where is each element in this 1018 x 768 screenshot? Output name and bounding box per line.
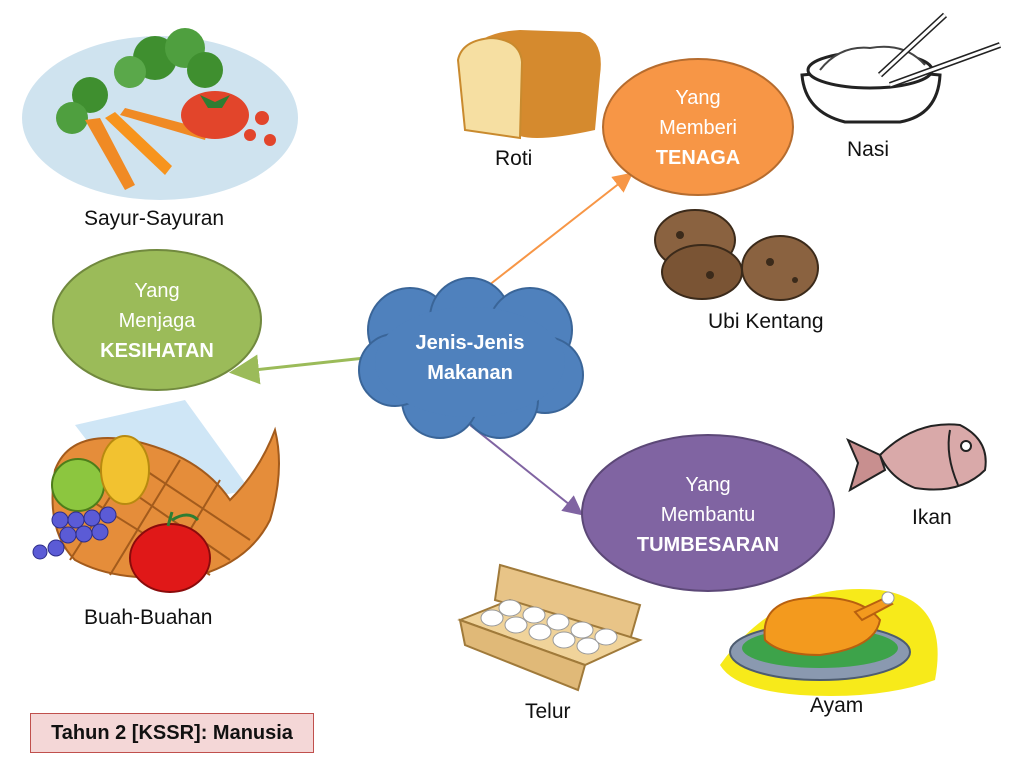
label-ayam: Ayam — [810, 694, 864, 717]
bread-icon — [456, 30, 601, 140]
kesihatan-line1: Yang — [134, 279, 180, 302]
tumbesaran-line3: TUMBESARAN — [636, 533, 780, 556]
tenaga-line1: Yang — [675, 86, 721, 109]
rice-bowl-icon — [800, 12, 1002, 124]
tumbesaran-line2: Membantu — [660, 503, 756, 526]
fish-icon — [846, 423, 987, 493]
label-telur: Telur — [525, 700, 571, 723]
fruit-basket-icon — [32, 400, 280, 593]
kesihatan-node: Yang Menjaga KESIHATAN — [57, 258, 257, 383]
label-roti: Roti — [495, 147, 533, 170]
tenaga-line2: Memberi — [659, 116, 737, 139]
tenaga-ellipse — [602, 58, 794, 196]
roast-chicken-icon — [720, 588, 938, 696]
center-topic-line2: Makanan — [427, 362, 513, 384]
arrow-to-tenaga — [469, 172, 634, 301]
arrow-to-kesihatan — [229, 354, 366, 385]
kesihatan-ellipse — [52, 249, 262, 391]
egg-tray-icon — [457, 563, 643, 692]
tumbesaran-line1: Yang — [685, 473, 731, 496]
center-topic: Jenis-Jenis Makanan — [380, 318, 560, 398]
label-nasi: Nasi — [847, 138, 890, 161]
footer-text: Tahun 2 [KSSR]: Manusia — [51, 721, 293, 744]
tumbesaran-ellipse — [581, 434, 835, 592]
tumbesaran-node: Yang Membantu TUMBESARAN — [588, 452, 828, 577]
center-topic-line1: Jenis-Jenis — [415, 332, 525, 354]
vegetables-icon — [22, 28, 298, 200]
label-ikan: Ikan — [912, 506, 952, 529]
kesihatan-line3: KESIHATAN — [100, 339, 214, 362]
kesihatan-line2: Menjaga — [118, 309, 196, 332]
arrow-to-tumbesaran — [469, 424, 584, 516]
label-buah: Buah-Buahan — [84, 606, 213, 629]
label-ubi-kentang: Ubi Kentang — [708, 310, 824, 333]
footer-badge: Tahun 2 [KSSR]: Manusia — [30, 713, 314, 753]
tenaga-node: Yang Memberi TENAGA — [608, 65, 788, 190]
label-sayur: Sayur-Sayuran — [84, 207, 225, 230]
tenaga-line3: TENAGA — [655, 146, 741, 169]
potato-icon — [654, 209, 819, 301]
